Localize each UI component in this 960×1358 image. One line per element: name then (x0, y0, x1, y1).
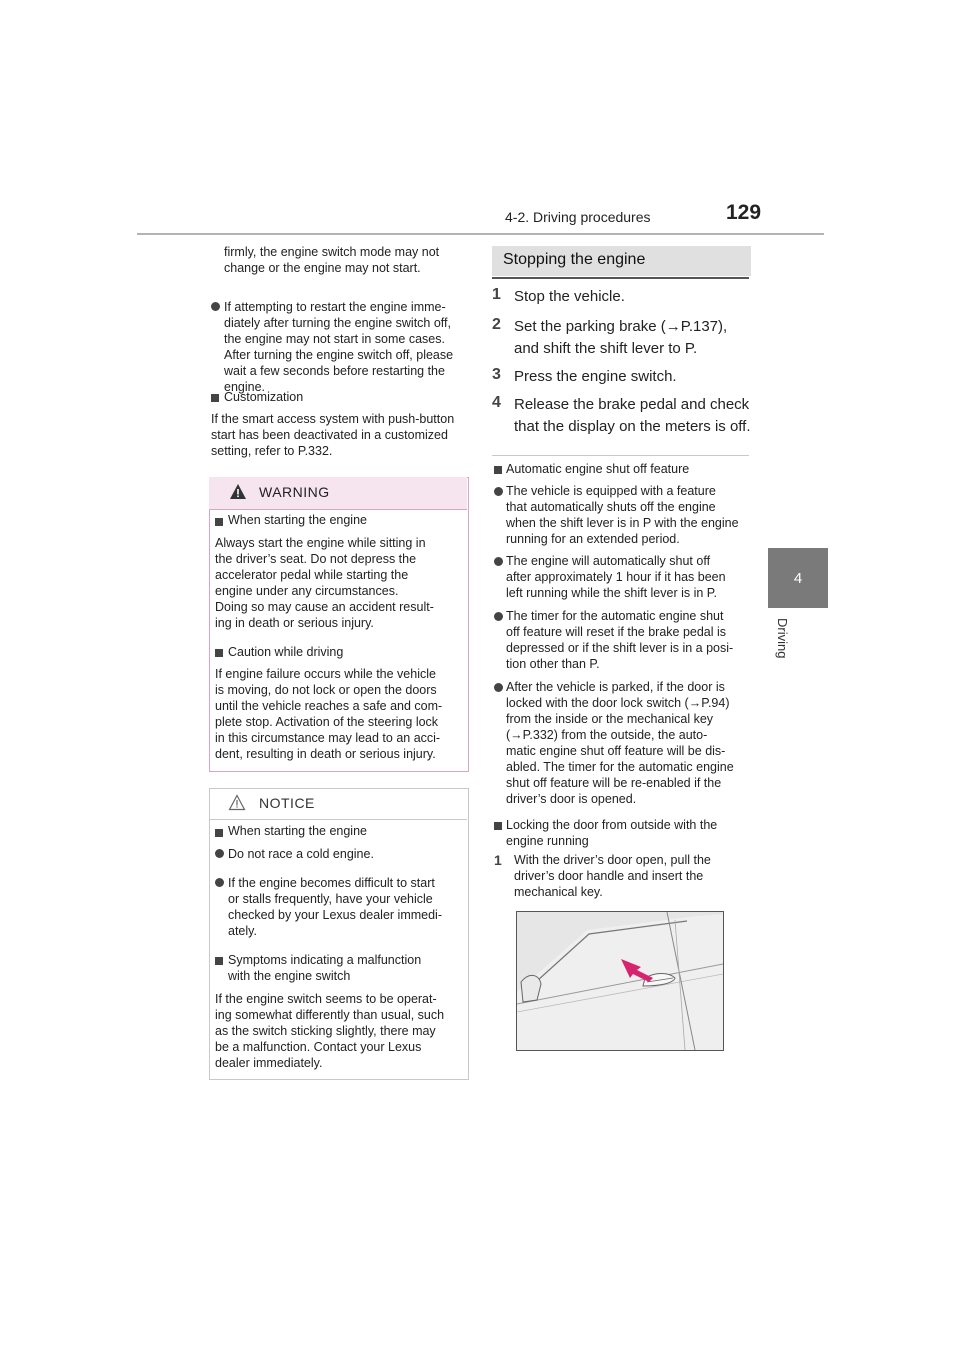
notice-heading-symptoms: Symptoms indicating a malfunction with t… (228, 953, 422, 983)
notice-header (209, 788, 467, 820)
warning-paragraph-starting: Always start the engine while sitting in… (215, 536, 434, 630)
chapter-tab: 4 (768, 548, 828, 608)
page-number: 129 (726, 201, 762, 224)
chapter-tab-label: Driving (775, 618, 790, 659)
bullet-icon (494, 555, 506, 567)
notice-triangle-icon (228, 794, 246, 811)
square-bullet-icon (215, 955, 225, 965)
step-1: 1 Stop the vehicle. (492, 286, 625, 305)
bullet-icon (215, 876, 227, 888)
lock-door-heading: Locking the door from outside with the e… (506, 818, 718, 848)
warning-paragraph-driving: If engine failure occurs while the vehic… (215, 667, 443, 761)
notice-bullet-cold-engine: Do not race a cold engine. (228, 847, 374, 861)
auto-shutoff-heading: Automatic engine shut off feature (506, 462, 690, 476)
section-header-rule (492, 277, 749, 279)
warning-heading-starting: When starting the engine (228, 513, 367, 527)
header-rule (137, 233, 824, 235)
warning-title: WARNING (259, 484, 330, 500)
section-divider (492, 455, 749, 456)
auto-bullet-one-hour: The engine will automatically shut off a… (506, 554, 726, 600)
notice-heading-starting: When starting the engine (228, 824, 367, 838)
step-3: 3 Press the engine switch. (492, 366, 677, 385)
warning-triangle-icon (230, 484, 246, 499)
bullet-icon (211, 300, 223, 312)
running-header-section: 4-2. Driving procedures (505, 209, 651, 225)
notice-paragraph-symptoms: If the engine switch seems to be operat-… (215, 992, 445, 1070)
section-header (492, 246, 751, 276)
square-bullet-icon (211, 392, 221, 402)
continued-paragraph: firmly, the engine switch mode may not c… (224, 245, 440, 275)
door-handle-illustration (516, 911, 724, 1051)
auto-bullet-timer-reset: The timer for the automatic engine shut … (506, 609, 734, 671)
step-2: 2 Set the parking brake (→P.137), and sh… (492, 316, 728, 357)
notice-title: NOTICE (259, 795, 315, 811)
bullet-restart-engine: If attempting to restart the engine imme… (224, 300, 454, 394)
notice-bullet-stalls: If the engine becomes difficult to start… (228, 876, 442, 938)
lock-step-number: 1 (494, 852, 502, 868)
lock-step-text: With the driver’s door open, pull the dr… (514, 853, 711, 899)
square-bullet-icon (215, 647, 225, 657)
square-bullet-icon (494, 820, 504, 830)
auto-bullet-feature: The vehicle is equipped with a feature t… (506, 484, 739, 546)
bullet-icon (494, 485, 506, 497)
square-bullet-icon (215, 516, 225, 526)
auto-bullet-parked: After the vehicle is parked, if the door… (506, 680, 734, 806)
square-bullet-icon (494, 464, 504, 474)
bullet-icon (494, 610, 506, 622)
bullet-icon (215, 847, 227, 859)
section-title: Stopping the engine (503, 251, 646, 268)
warning-heading-driving: Caution while driving (228, 645, 344, 659)
warning-header (209, 477, 467, 510)
warning-box (209, 477, 469, 772)
customization-heading: Customization (224, 390, 304, 404)
square-bullet-icon (215, 827, 225, 837)
step-4: 4 Release the brake pedal and check that… (492, 394, 751, 435)
car-door-drawing (517, 912, 723, 1050)
customization-paragraph: If the smart access system with push-but… (211, 412, 455, 458)
bullet-icon (494, 681, 506, 693)
notice-box (209, 788, 469, 1080)
